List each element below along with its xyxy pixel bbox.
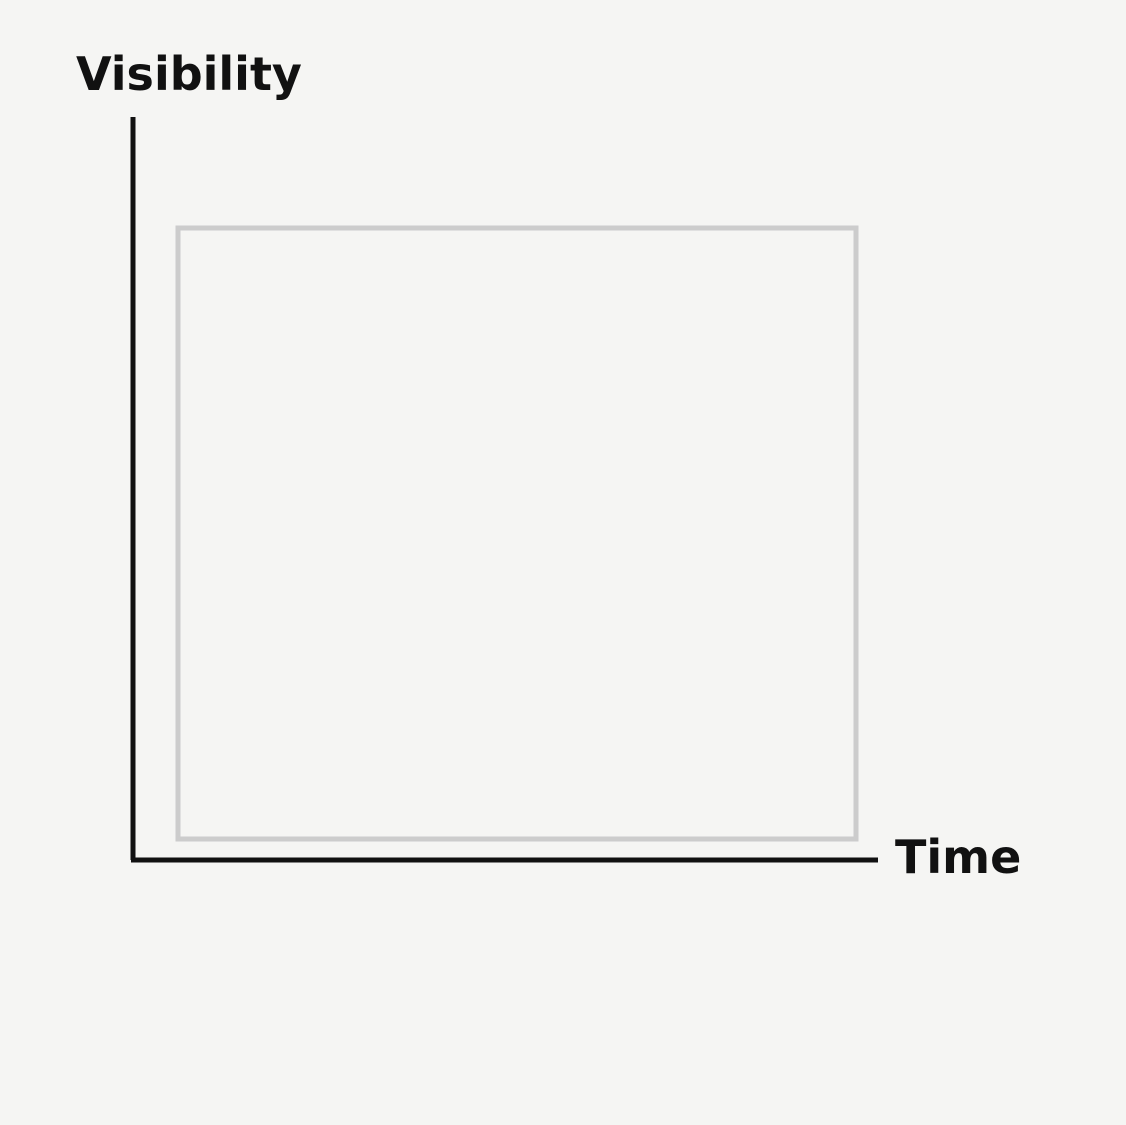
y-axis-label: Visibility — [76, 47, 302, 101]
x-axis-label: Time — [895, 830, 1021, 884]
plot-frame — [175, 225, 859, 842]
